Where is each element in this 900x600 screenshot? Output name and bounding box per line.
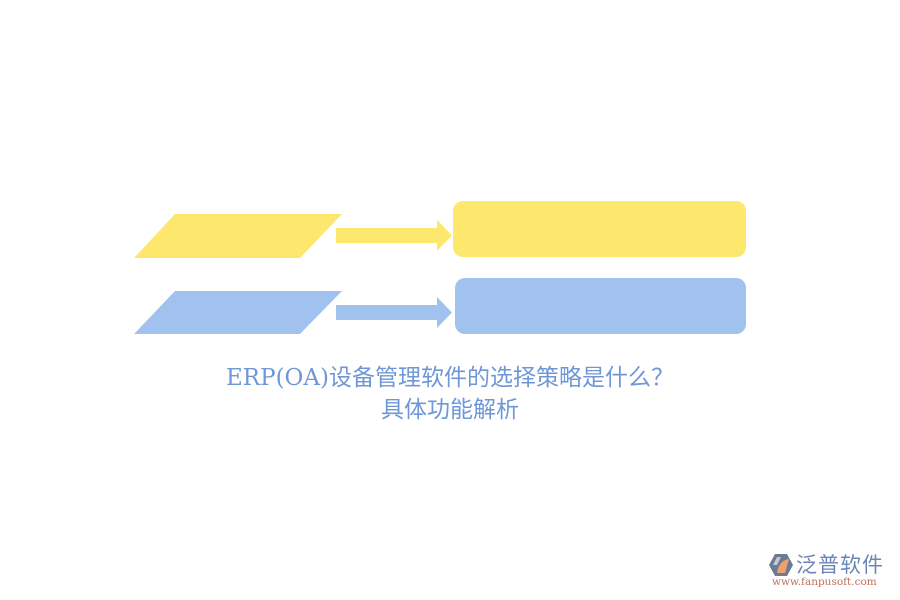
- blue-parallelogram: [134, 291, 342, 334]
- yellow-box: [453, 201, 746, 257]
- yellow-parallelogram: [134, 214, 342, 258]
- blue-box: [455, 278, 746, 334]
- logo-url: www.fanpusoft.com: [772, 576, 877, 588]
- caption-line-1: ERP(OA)设备管理软件的选择策略是什么？: [226, 365, 674, 391]
- fanpu-logo-icon: [769, 554, 793, 576]
- caption-line-2: 具体功能解析: [381, 397, 519, 423]
- caption-title: ERP(OA)设备管理软件的选择策略是什么？ 具体功能解析: [0, 362, 900, 426]
- blue-arrow-icon: [336, 297, 452, 328]
- logo-name: 泛普软件: [796, 553, 884, 577]
- fanpu-logo: 泛普软件 www.fanpusoft.com: [768, 551, 893, 591]
- yellow-arrow-icon: [336, 220, 452, 251]
